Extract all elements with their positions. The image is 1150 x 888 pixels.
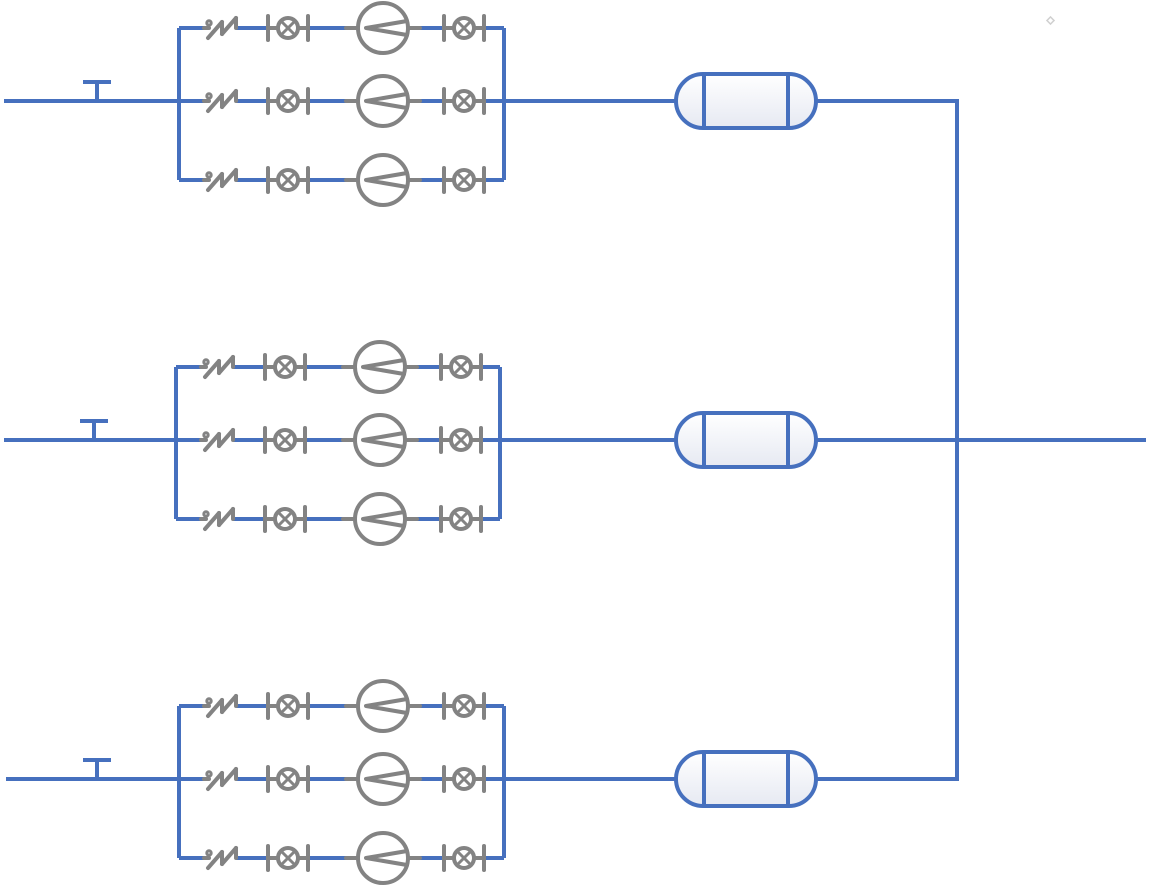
check-valve: [202, 89, 238, 113]
pump-branch: [202, 153, 486, 207]
gate-valve-suction: [266, 14, 310, 42]
pump: [344, 679, 422, 733]
horizontal-vessel: [674, 750, 818, 808]
pump: [344, 752, 422, 806]
gate-valve-suction: [263, 505, 307, 533]
gate-valve-discharge: [442, 844, 486, 872]
pump: [341, 340, 419, 394]
pump-branch: [202, 1, 486, 55]
gate-valve-discharge: [442, 692, 486, 720]
hand-valve: [80, 419, 108, 440]
train-2-pipes: [4, 365, 957, 521]
pump-branch: [199, 492, 483, 546]
gate-valve-suction: [266, 692, 310, 720]
pump: [344, 74, 422, 128]
pump: [341, 492, 419, 546]
train-3-pipes: [6, 704, 957, 860]
gate-valve-discharge: [439, 426, 483, 454]
check-valve: [202, 767, 238, 791]
gate-valve-discharge: [439, 505, 483, 533]
gate-valve-suction: [266, 765, 310, 793]
vessel-layer: [674, 72, 818, 808]
pump: [344, 831, 422, 885]
gate-valve-discharge: [439, 353, 483, 381]
gate-valve-suction: [266, 87, 310, 115]
pipe-layer: [4, 26, 1146, 860]
gate-valve-suction: [263, 426, 307, 454]
gate-valve-suction: [266, 166, 310, 194]
gate-valve-suction: [263, 353, 307, 381]
check-valve: [202, 694, 238, 718]
gate-valve-discharge: [442, 14, 486, 42]
pump-branch: [202, 74, 486, 128]
selection-handle[interactable]: [1045, 15, 1056, 26]
pump-branch: [199, 340, 483, 394]
hand-valve: [83, 758, 111, 779]
check-valve: [199, 355, 235, 379]
pump-branch: [202, 679, 486, 733]
pump-branch: [202, 831, 486, 885]
gate-valve-discharge: [442, 765, 486, 793]
check-valve: [199, 428, 235, 452]
horizontal-vessel: [674, 411, 818, 469]
check-valve: [202, 846, 238, 870]
pump-branch: [199, 413, 483, 467]
train-1-pipes: [4, 26, 957, 182]
gate-valve-discharge: [442, 87, 486, 115]
pump: [341, 413, 419, 467]
pump-branch: [202, 752, 486, 806]
pump: [344, 153, 422, 207]
pump: [344, 1, 422, 55]
symbol-layer: [80, 1, 486, 885]
hand-valve: [83, 80, 111, 101]
gate-valve-discharge: [442, 166, 486, 194]
horizontal-vessel: [674, 72, 818, 130]
check-valve: [202, 168, 238, 192]
check-valve: [199, 507, 235, 531]
check-valve: [202, 16, 238, 40]
gate-valve-suction: [266, 844, 310, 872]
